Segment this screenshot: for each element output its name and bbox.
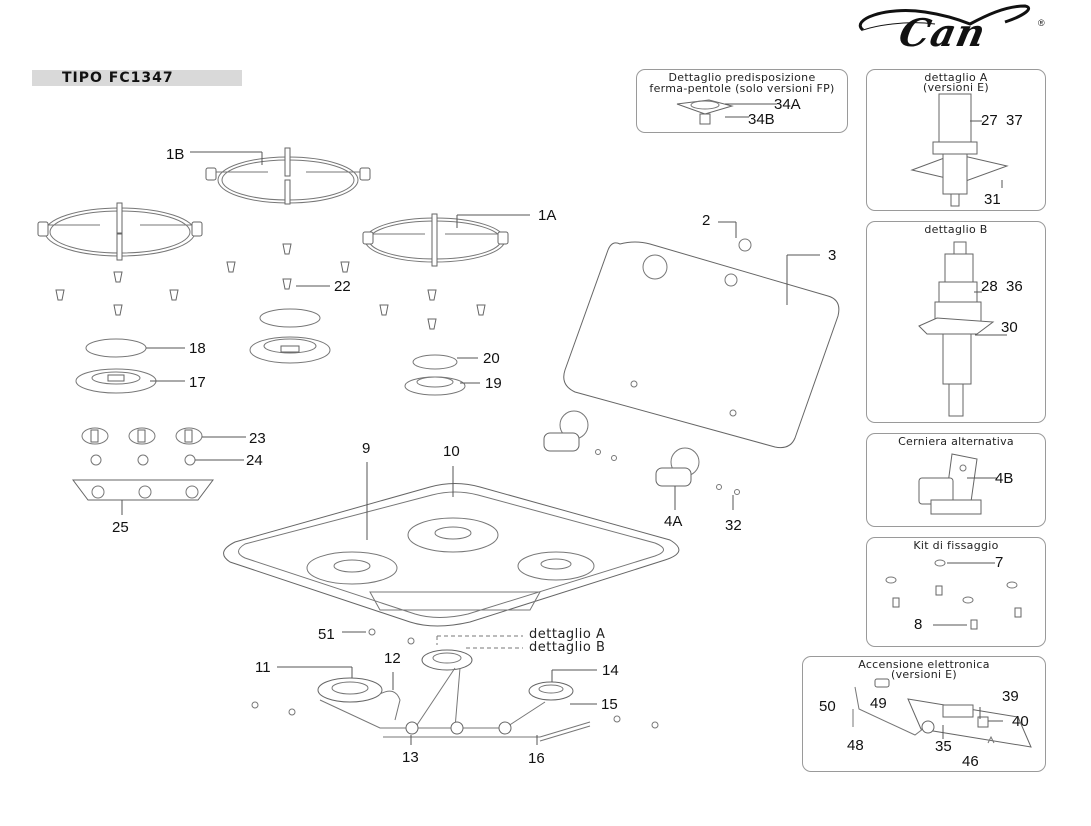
callout-32: 32 (725, 517, 742, 534)
panel-fixing-kit-title: Kit di fissaggio (913, 539, 999, 552)
callout-4b: 4B (995, 470, 1014, 487)
alt-hinge-drawing (918, 453, 997, 515)
callout-3: 3 (828, 247, 837, 264)
callout-12: 12 (384, 650, 401, 667)
panel-pot-stand: Dettaglio predisposizione ferma-pentole … (636, 69, 848, 133)
callout-31: 31 (984, 191, 1001, 208)
callout-9: 9 (362, 440, 371, 457)
callout-34b: 34B (748, 111, 775, 128)
callout-22: 22 (334, 278, 351, 295)
callout-48: 48 (847, 737, 864, 754)
panel-detail-a: dettaglio A (versioni E) 27 37 31 (866, 69, 1046, 211)
model-title: TIPO FC1347 (62, 70, 174, 86)
spark-plug-b-drawing (918, 241, 1007, 417)
callout-8: 8 (914, 616, 923, 633)
callout-35: 35 (935, 738, 952, 755)
panel-fixing-kit: Kit di fissaggio 7 8 (866, 537, 1046, 647)
callout-28-36: 28 36 (981, 278, 1023, 295)
callout-17: 17 (189, 374, 206, 391)
callout-18: 18 (189, 340, 206, 357)
panel-ignition-title-1: Accensione elettronica (858, 658, 990, 671)
callout-1a: 1A (538, 207, 557, 224)
brand-logo: Can ® (845, 2, 1055, 55)
callout-7: 7 (995, 554, 1004, 571)
registered-mark: ® (1038, 18, 1045, 28)
callout-50: 50 (819, 698, 836, 715)
callout-25: 25 (112, 519, 129, 536)
callout-46: 46 (962, 753, 979, 770)
callout-27-37: 27 37 (981, 112, 1023, 129)
panel-ignition-title-2: (versioni E) (891, 668, 957, 681)
callout-34a: 34A (774, 96, 801, 113)
callout-49: 49 (870, 695, 887, 712)
knobs-and-panel (72, 427, 246, 515)
panel-detail-b: dettaglio B 28 36 30 (866, 221, 1046, 423)
detail-ref-b: dettaglio B (529, 640, 606, 655)
panel-detail-b-title: dettaglio B (924, 223, 988, 236)
callout-13: 13 (402, 749, 419, 766)
glass-lid-3 (563, 221, 840, 449)
ignition-module-drawing (852, 678, 1032, 748)
pan-support-left (37, 202, 203, 261)
callout-11: 11 (255, 659, 271, 676)
callout-40: 40 (1012, 713, 1029, 730)
panel-pot-stand-title-2: ferma-pentole (solo versioni FP) (649, 82, 835, 95)
callout-2: 2 (702, 212, 711, 229)
callout-23: 23 (249, 430, 266, 447)
thermocouple-a-drawing (910, 93, 1009, 207)
panel-detail-a-title-2: (versioni E) (923, 81, 989, 94)
callout-20: 20 (483, 350, 500, 367)
panel-hinge-title: Cerniera alternativa (898, 435, 1014, 448)
burner-caps (75, 308, 480, 396)
callout-16: 16 (528, 750, 545, 767)
panel-hinge: Cerniera alternativa 4B (866, 433, 1046, 527)
detail-ref-a: dettaglio A (529, 627, 606, 642)
panel-pot-stand-title-1: Dettaglio predisposizione (668, 71, 816, 84)
fixing-kit-drawing (885, 559, 1022, 630)
callout-4a: 4A (664, 513, 683, 530)
callout-51: 51 (318, 626, 335, 643)
callout-1b: 1B (166, 146, 185, 163)
base-tray (223, 462, 680, 627)
panel-ignition: Accensione elettronica (versioni E) 50 4… (802, 656, 1046, 772)
hinges-4a (543, 410, 740, 510)
pan-support-1a (362, 213, 530, 267)
burners-and-pipes (251, 628, 659, 745)
panel-detail-a-title-1: dettaglio A (924, 71, 988, 84)
callout-19: 19 (485, 375, 502, 392)
brand-logo-swoosh-icon (858, 4, 1031, 32)
callout-15: 15 (601, 696, 618, 713)
callout-24: 24 (246, 452, 263, 469)
callout-39: 39 (1002, 688, 1019, 705)
pot-stand-drawing (676, 99, 777, 125)
pan-support-1b (190, 147, 371, 205)
rubber-feet-22 (55, 243, 486, 330)
callout-10: 10 (443, 443, 460, 460)
callout-30: 30 (1001, 319, 1018, 336)
model-title-bar: TIPO FC1347 (32, 70, 242, 86)
callout-14: 14 (602, 662, 619, 679)
